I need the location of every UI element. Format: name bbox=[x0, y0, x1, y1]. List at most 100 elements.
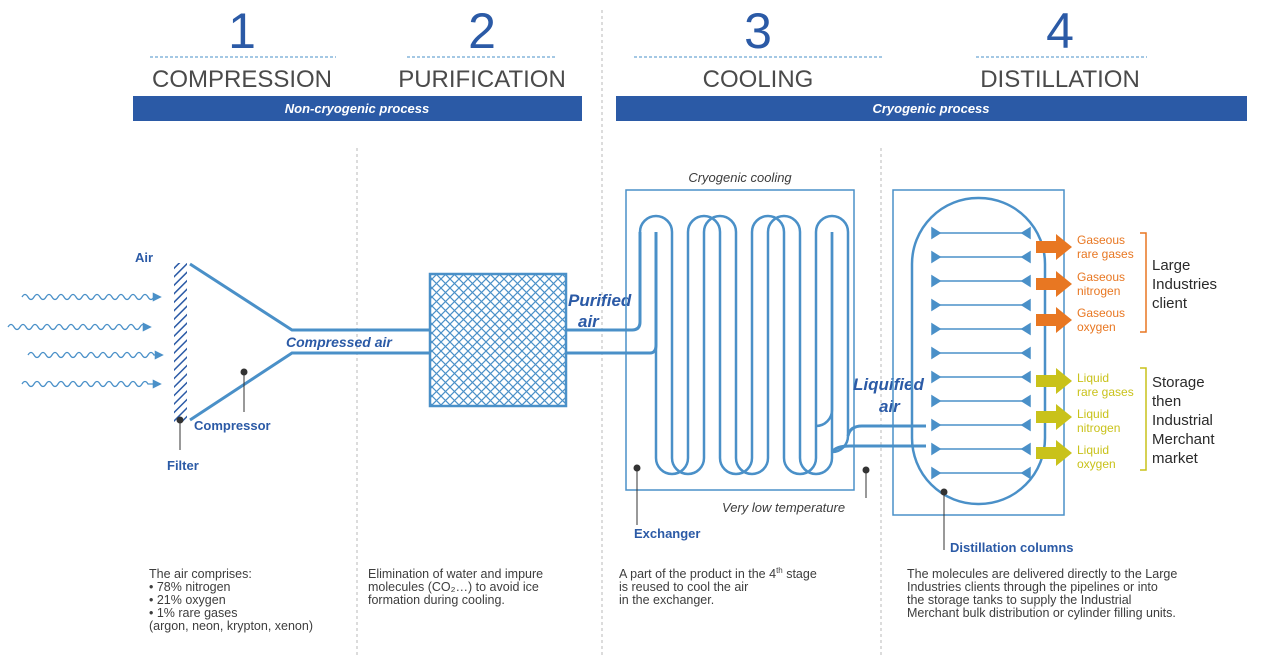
large-industries-line1: Large bbox=[1152, 257, 1190, 274]
storage-line3: Industrial bbox=[1152, 412, 1213, 429]
distillation-box bbox=[892, 189, 1065, 516]
gaseous-nitrogen-line1: Gaseous bbox=[1077, 270, 1125, 284]
liquid-nitrogen-line1: Liquid bbox=[1077, 407, 1109, 421]
air-wave-4 bbox=[21, 379, 162, 389]
liquid-nitrogen-line2: nitrogen bbox=[1077, 421, 1120, 435]
purified-air-pipe bbox=[566, 232, 642, 332]
exchanger-label: Exchanger bbox=[634, 526, 700, 541]
arrow-gaseous-oxygen bbox=[1036, 307, 1072, 333]
liquid-output-arrows bbox=[1036, 368, 1072, 466]
filter-leader-dot bbox=[176, 416, 184, 424]
arrow-gaseous-rare-gases bbox=[1036, 234, 1072, 260]
description-cooling: A part of the product in the 4th stage i… bbox=[619, 566, 817, 607]
compressor-label: Compressor bbox=[194, 418, 271, 433]
band-non-cryogenic-label: Non-cryogenic process bbox=[285, 101, 430, 116]
svg-text:• 78% nitrogen: • 78% nitrogen bbox=[149, 580, 231, 594]
gaseous-oxygen-line1: Gaseous bbox=[1077, 306, 1125, 320]
tray-9 bbox=[931, 418, 1031, 432]
arrow-liquid-nitrogen bbox=[1036, 404, 1072, 430]
gaseous-nitrogen-line2: nitrogen bbox=[1077, 284, 1120, 298]
stage-1-title: COMPRESSION bbox=[152, 66, 332, 93]
liquid-rare-gases-line1: Liquid bbox=[1077, 371, 1109, 385]
exchanger-box bbox=[625, 189, 855, 491]
stage-2-number: 2 bbox=[468, 3, 496, 59]
svg-text:The molecules are delivered di: The molecules are delivered directly to … bbox=[907, 567, 1177, 581]
gaseous-rare-gases-line2: rare gases bbox=[1077, 247, 1134, 261]
description-distillation: The molecules are delivered directly to … bbox=[907, 567, 1177, 620]
svg-text:Elimination of water and impur: Elimination of water and impure bbox=[368, 567, 543, 581]
air-label: Air bbox=[135, 250, 153, 265]
tray-1 bbox=[931, 226, 1031, 240]
liquid-oxygen-line2: oxygen bbox=[1077, 457, 1116, 471]
cryogenic-cooling-label: Cryogenic cooling bbox=[688, 170, 792, 185]
svg-text:The air comprises:: The air comprises: bbox=[149, 567, 252, 581]
band-non-cryogenic bbox=[133, 96, 582, 121]
stage-3-title: COOLING bbox=[703, 66, 814, 93]
air-wave-1 bbox=[21, 292, 162, 302]
liquid-oxygen-line1: Liquid bbox=[1077, 443, 1109, 457]
air-wave-3 bbox=[27, 350, 164, 360]
description-purification: Elimination of water and impure molecule… bbox=[368, 567, 543, 607]
tray-10 bbox=[931, 442, 1031, 456]
stage-1-number: 1 bbox=[228, 3, 256, 59]
svg-text:the storage tanks to supply th: the storage tanks to supply the Industri… bbox=[907, 593, 1131, 607]
tray-6 bbox=[931, 346, 1031, 360]
gaseous-output-arrows bbox=[1036, 234, 1072, 333]
gaseous-rare-gases-line1: Gaseous bbox=[1077, 233, 1125, 247]
stage-4-title: DISTILLATION bbox=[980, 66, 1140, 93]
tray-11 bbox=[931, 466, 1031, 480]
purified-air-label-2: air bbox=[578, 312, 600, 331]
compressor-leader-dot bbox=[240, 368, 248, 376]
tray-8 bbox=[931, 394, 1031, 408]
storage-line2: then bbox=[1152, 393, 1181, 410]
svg-text:formation during cooling.: formation during cooling. bbox=[368, 593, 505, 607]
svg-text:molecules (CO₂…) to avoid ice: molecules (CO₂…) to avoid ice bbox=[368, 580, 539, 594]
band-cryogenic-label: Cryogenic process bbox=[872, 101, 989, 116]
svg-text:Industries clients through the: Industries clients through the pipelines… bbox=[907, 580, 1158, 594]
very-low-temperature-label: Very low temperature bbox=[722, 500, 845, 515]
purified-air-label-1: Purified bbox=[568, 291, 632, 310]
band-cryogenic bbox=[616, 96, 1247, 121]
stage-4-number: 4 bbox=[1046, 3, 1074, 59]
arrow-liquid-rare-gases bbox=[1036, 368, 1072, 394]
filter bbox=[174, 263, 187, 423]
tray-5 bbox=[931, 322, 1031, 336]
tray-7 bbox=[931, 370, 1031, 384]
bracket-large-industries bbox=[1140, 232, 1147, 333]
storage-line5: market bbox=[1152, 450, 1199, 467]
svg-text:A part of the product in the 4: A part of the product in the 4th stage bbox=[619, 566, 817, 581]
description-compression: The air comprises: • 78% nitrogen • 21% … bbox=[149, 567, 313, 633]
air-wave-2 bbox=[7, 322, 152, 332]
bracket-storage bbox=[1140, 367, 1147, 471]
svg-text:• 1% rare gases: • 1% rare gases bbox=[149, 606, 237, 620]
svg-text:in the exchanger.: in the exchanger. bbox=[619, 593, 714, 607]
svg-text:is reused to cool the air: is reused to cool the air bbox=[619, 580, 748, 594]
gaseous-oxygen-line2: oxygen bbox=[1077, 320, 1116, 334]
tray-2 bbox=[931, 250, 1031, 264]
svg-text:• 21% oxygen: • 21% oxygen bbox=[149, 593, 226, 607]
purifier bbox=[428, 272, 568, 408]
liquified-air-label-1: Liquified bbox=[853, 375, 924, 394]
tray-4 bbox=[931, 298, 1031, 312]
distillation-columns-label: Distillation columns bbox=[950, 540, 1074, 555]
stage-3-number: 3 bbox=[744, 3, 772, 59]
tray-3 bbox=[931, 274, 1031, 288]
large-industries-line2: Industries bbox=[1152, 276, 1217, 293]
svg-text:Merchant bulk distribution or: Merchant bulk distribution or cylinder f… bbox=[907, 606, 1176, 620]
liquified-air-label-2: air bbox=[879, 397, 901, 416]
compressed-air-label: Compressed air bbox=[286, 334, 393, 350]
compressor bbox=[189, 262, 430, 422]
incoming-air-waves bbox=[7, 292, 164, 389]
column-trays bbox=[931, 226, 1031, 480]
storage-line4: Merchant bbox=[1152, 431, 1215, 448]
arrow-gaseous-nitrogen bbox=[1036, 271, 1072, 297]
liquified-air-pipe bbox=[830, 424, 926, 453]
stage-2-title: PURIFICATION bbox=[398, 66, 566, 93]
large-industries-line3: client bbox=[1152, 295, 1188, 312]
svg-text:(argon, neon, krypton, xenon): (argon, neon, krypton, xenon) bbox=[149, 619, 313, 633]
arrow-liquid-oxygen bbox=[1036, 440, 1072, 466]
exchanger-coil bbox=[638, 214, 850, 476]
liquid-rare-gases-line2: rare gases bbox=[1077, 385, 1134, 399]
filter-label: Filter bbox=[167, 458, 199, 473]
